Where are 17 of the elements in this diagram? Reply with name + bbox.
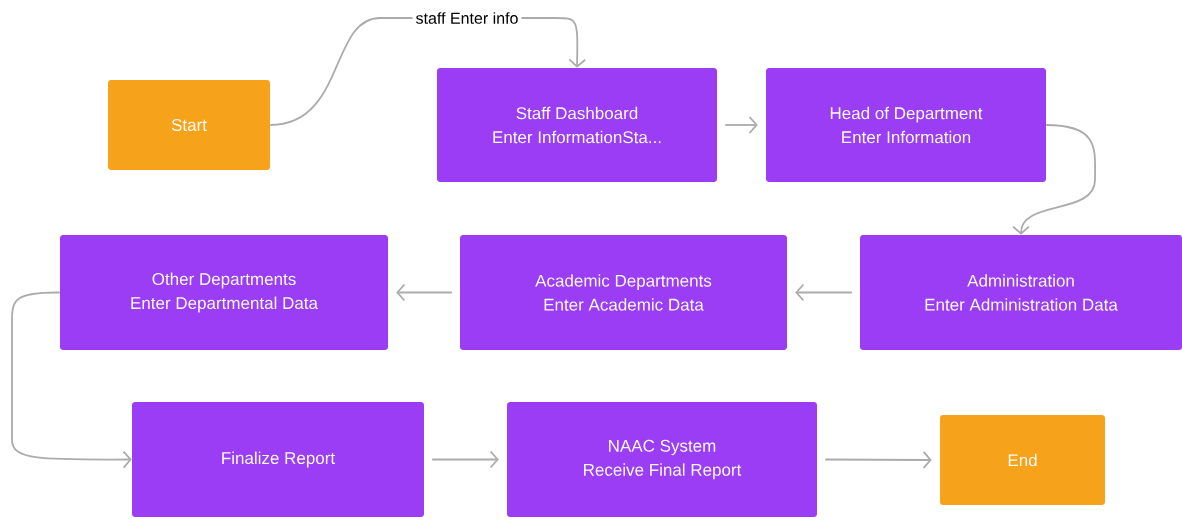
process-box: Staff Dashboard Enter InformationSta...: [437, 68, 717, 182]
terminal-box: End: [940, 415, 1105, 505]
arrow: [11, 291, 132, 469]
arrow: [431, 450, 499, 469]
process-box: Other Departments Enter Departmental Data: [60, 235, 388, 350]
arrow: [396, 283, 453, 302]
arrow: [724, 116, 758, 134]
process-box: Finalize Report: [132, 402, 424, 517]
process-box: Head of Department Enter Information: [766, 68, 1046, 182]
arrow: [795, 283, 853, 302]
process-box: NAAC System Receive Final Report: [507, 402, 817, 517]
process-box: Administration Enter Administration Data: [860, 235, 1182, 350]
terminal-box: Start: [108, 80, 270, 170]
edge-label: staff Enter info: [412, 9, 522, 27]
arrow: [824, 451, 932, 469]
arrow: [1012, 124, 1097, 235]
process-box: Academic Departments Enter Academic Data: [460, 235, 787, 350]
